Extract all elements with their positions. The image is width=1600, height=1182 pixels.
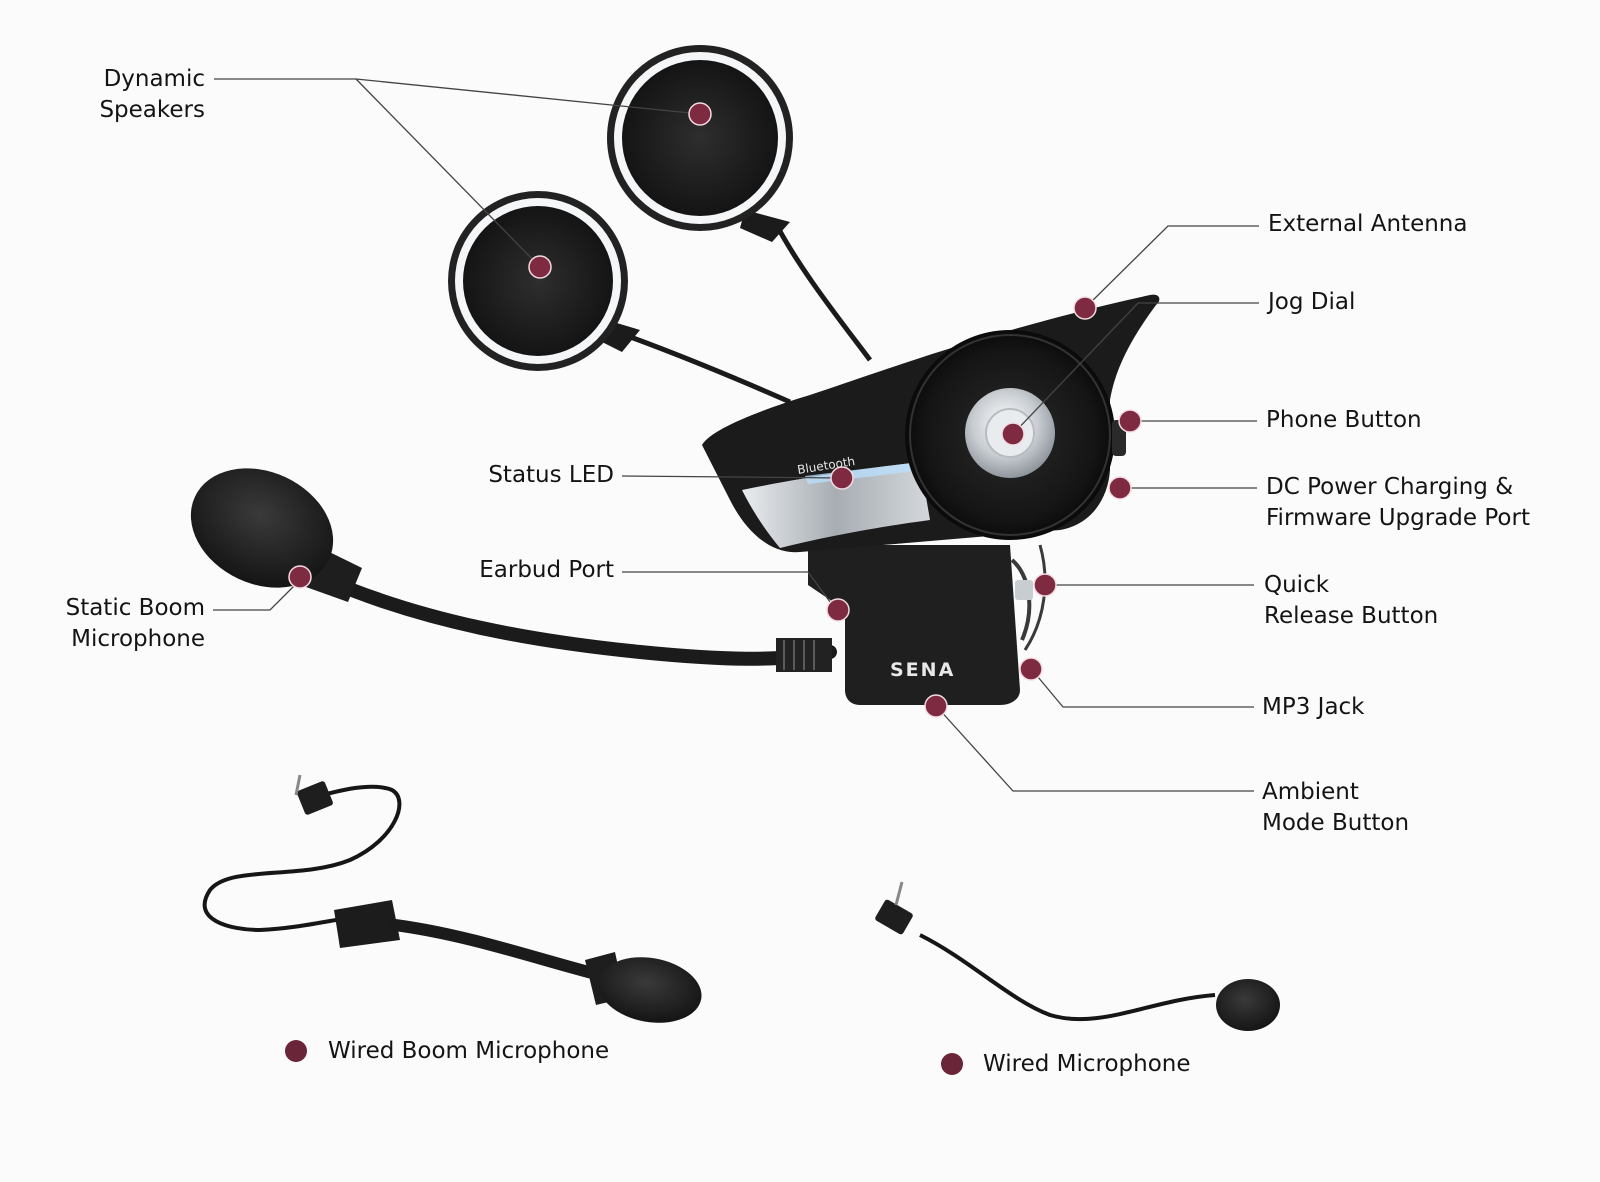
static-boom-microphone — [190, 468, 837, 672]
callout-dots — [285, 102, 1142, 1075]
label-line: Static Boom — [65, 595, 205, 621]
callout-dot-jog-dial — [1001, 422, 1025, 446]
mic-flex-rings — [783, 640, 815, 670]
speaker-top — [607, 45, 793, 242]
wired-boom-microphone — [202, 774, 702, 1023]
label-line: Ambient — [1262, 779, 1359, 805]
label-static-boom-mic: Static Boom Microphone — [40, 593, 205, 655]
legend-dot-wired-mic — [941, 1053, 963, 1075]
label-dynamic-speakers: Dynamic Speakers — [60, 64, 205, 126]
callout-dot-ambient-mode — [924, 694, 948, 718]
label-line: Wired Boom Microphone — [328, 1038, 610, 1064]
label-line: Jog Dial — [1268, 289, 1356, 315]
label-line: Earbud Port — [479, 557, 614, 583]
label-ambient-mode: Ambient Mode Button — [1262, 777, 1409, 839]
label-dc-power: DC Power Charging & Firmware Upgrade Por… — [1266, 472, 1530, 534]
label-line: External Antenna — [1268, 211, 1468, 237]
label-earbud-port: Earbud Port — [420, 555, 614, 586]
label-line: Release Button — [1264, 603, 1439, 629]
callout-dot-phone-button — [1118, 409, 1142, 433]
label-status-led: Status LED — [420, 460, 614, 491]
label-line: Dynamic — [103, 66, 205, 92]
label-line: DC Power Charging & — [1266, 474, 1514, 500]
label-line: Microphone — [71, 626, 205, 652]
callout-dot-quick-release — [1033, 573, 1057, 597]
label-wired-boom-mic: Wired Boom Microphone — [328, 1036, 609, 1067]
label-line: Mode Button — [1262, 810, 1410, 836]
legend-dot-wired-boom-mic — [285, 1040, 307, 1062]
callout-dot-external-antenna — [1073, 296, 1097, 320]
label-quick-release: Quick Release Button — [1264, 570, 1438, 632]
headset-unit — [702, 294, 1160, 705]
label-line: Speakers — [99, 97, 205, 123]
label-line: Firmware Upgrade Port — [1266, 505, 1530, 531]
label-line: MP3 Jack — [1262, 694, 1365, 720]
callout-dot-mp3-jack — [1019, 657, 1043, 681]
callout-dot-earbud-port — [826, 598, 850, 622]
label-line: Status LED — [488, 462, 614, 488]
label-line: Wired Microphone — [983, 1051, 1191, 1077]
label-jog-dial: Jog Dial — [1268, 287, 1355, 318]
leader-lines — [213, 78, 1259, 792]
label-wired-mic: Wired Microphone — [983, 1049, 1191, 1080]
label-mp3-jack: MP3 Jack — [1262, 692, 1365, 723]
callout-dot-status-led — [830, 466, 854, 490]
label-external-antenna: External Antenna — [1268, 209, 1467, 240]
callout-dot-speaker-top — [688, 102, 712, 126]
wired-microphone — [875, 881, 1280, 1031]
callout-dot-speaker-bottom — [528, 255, 552, 279]
callout-dot-static-boom-mic — [288, 565, 312, 589]
speaker-bottom — [448, 191, 640, 371]
callout-dot-dc-power — [1108, 476, 1132, 500]
label-phone-button: Phone Button — [1266, 405, 1422, 436]
label-line: Phone Button — [1266, 407, 1422, 433]
speaker-cables — [624, 220, 872, 405]
label-line: Quick — [1264, 572, 1330, 598]
sena-logo: SENA — [890, 659, 955, 681]
